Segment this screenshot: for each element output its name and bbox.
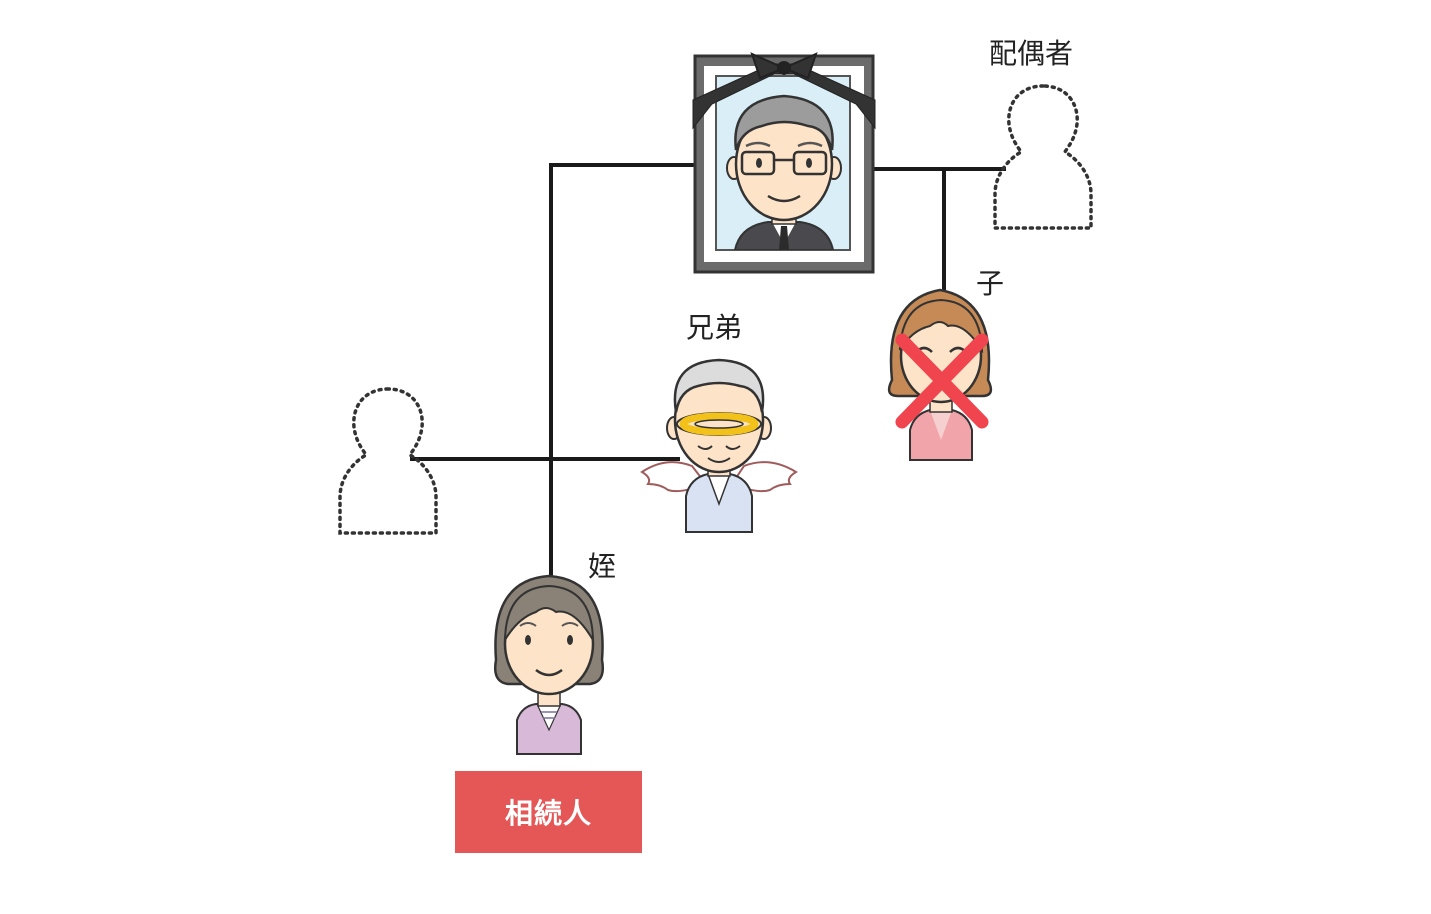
sibling-label: 兄弟 (686, 311, 743, 344)
memorial-portrait-icon (692, 52, 876, 274)
nephew-niece-label: 姪 (588, 550, 617, 583)
woman-person-icon (494, 574, 604, 755)
family-lines (410, 163, 1006, 578)
spouse-unknown-person-icon (993, 84, 1093, 230)
spouse-label: 配偶者 (989, 37, 1074, 70)
child-label: 子 (976, 267, 1005, 300)
crossed-out-person-icon (887, 288, 993, 461)
heir-badge: 相続人 (455, 771, 642, 853)
angel-person-icon (640, 358, 798, 533)
sibling-spouse-unknown-person-icon (338, 387, 438, 535)
